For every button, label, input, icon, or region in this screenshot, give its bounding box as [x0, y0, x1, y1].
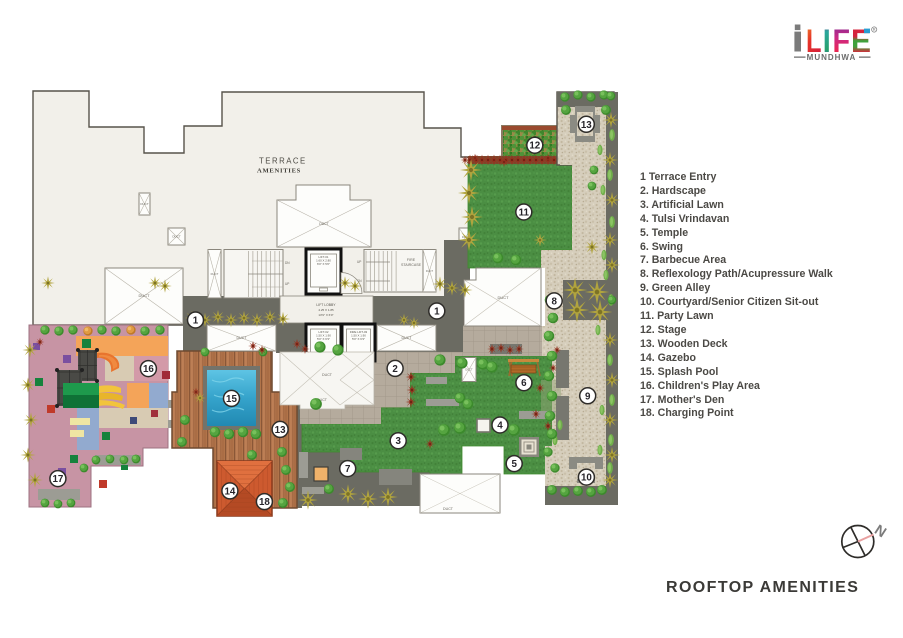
svg-text:L: L [806, 23, 822, 59]
svg-text:18: 18 [259, 497, 270, 508]
svg-text:13: 13 [581, 120, 592, 131]
svg-text:10: 10 [581, 473, 592, 484]
svg-text:DUCT: DUCT [211, 272, 219, 276]
svg-text:13'9" X 6'0": 13'9" X 6'0" [318, 313, 333, 317]
svg-text:UP: UP [357, 260, 361, 264]
svg-text:2: 2 [392, 364, 398, 375]
svg-text:DUCT: DUCT [426, 269, 434, 273]
svg-text:6'0" X 5'0": 6'0" X 5'0" [317, 262, 330, 266]
svg-text:DUCT: DUCT [443, 507, 454, 511]
svg-text:DUCT: DUCT [322, 373, 333, 377]
svg-text:6: 6 [521, 378, 527, 389]
svg-text:FIRE: FIRE [407, 258, 416, 262]
svg-text:1: 1 [434, 307, 440, 318]
svg-text:4: 4 [497, 421, 503, 432]
svg-text:AMENITIES: AMENITIES [257, 168, 301, 175]
svg-text:8: 8 [551, 296, 557, 307]
svg-text:DN: DN [285, 261, 290, 265]
svg-text:FIRE LIFT-03: FIRE LIFT-03 [350, 330, 368, 334]
svg-text:5: 5 [511, 459, 517, 470]
svg-text:DUCT: DUCT [497, 295, 509, 300]
svg-text:1: 1 [193, 316, 199, 327]
svg-text:17: 17 [52, 474, 63, 485]
svg-text:F: F [833, 23, 851, 59]
svg-text:DUCT: DUCT [319, 222, 328, 226]
svg-text:16: 16 [143, 364, 154, 375]
svg-text:LIFT-02: LIFT-02 [319, 330, 329, 334]
svg-text:15: 15 [226, 394, 237, 405]
svg-text:DUCT: DUCT [140, 202, 148, 206]
svg-text:7: 7 [345, 464, 351, 475]
svg-text:STAIRCASE: STAIRCASE [401, 263, 422, 267]
svg-text:14: 14 [224, 486, 235, 497]
svg-text:5'0" X 6'3": 5'0" X 6'3" [352, 337, 365, 341]
svg-text:LIFT-01: LIFT-01 [319, 255, 329, 259]
svg-text:R: R [873, 27, 876, 32]
svg-text:1.50 X 1.90: 1.50 X 1.90 [351, 334, 366, 338]
svg-text:MUNDHWA: MUNDHWA [807, 53, 857, 62]
svg-text:DUCT: DUCT [138, 293, 150, 298]
svg-text:5'0" X 6'3": 5'0" X 6'3" [317, 337, 330, 341]
svg-text:DUCT: DUCT [402, 336, 413, 340]
svg-text:12: 12 [529, 141, 540, 152]
svg-text:DUCT: DUCT [465, 368, 473, 372]
svg-text:9: 9 [585, 391, 591, 402]
svg-text:DN: DN [357, 279, 362, 283]
svg-text:TERRACE: TERRACE [259, 157, 307, 166]
svg-text:DUCT: DUCT [172, 235, 180, 239]
svg-text:1.60 X 2.80: 1.60 X 2.80 [316, 259, 331, 263]
svg-text:3: 3 [395, 436, 401, 447]
svg-text:1.50 X 1.90: 1.50 X 1.90 [316, 334, 331, 338]
svg-text:13: 13 [275, 425, 286, 436]
svg-text:UP: UP [285, 282, 289, 286]
svg-text:I: I [823, 23, 831, 59]
svg-text:LIFT LOBBY: LIFT LOBBY [316, 303, 336, 307]
svg-text:DUCT: DUCT [317, 398, 328, 402]
svg-text:DUCT: DUCT [237, 336, 248, 340]
svg-text:11: 11 [519, 208, 530, 219]
svg-text:4.25 X 1.85: 4.25 X 1.85 [318, 308, 334, 312]
